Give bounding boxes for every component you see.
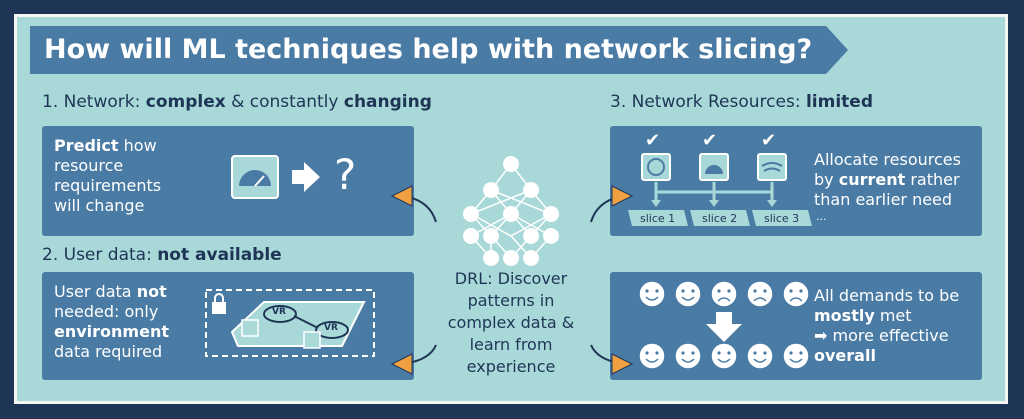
svg-text:✔: ✔ [645,130,660,151]
lock-icon [212,293,226,314]
vr-label: VR [272,307,286,317]
panel-predict-text: Predict how resource requirements will c… [54,136,162,215]
gauge-icon [231,155,279,199]
panel-predict: Predict how resource requirements will c… [42,126,414,236]
check-icon: ✔ ✔ ✔ [645,130,776,151]
distribution-lines [651,182,777,207]
page-title: How will ML techniques help with network… [44,34,813,65]
title-banner: How will ML techniques help with network… [30,26,848,74]
vr-label: VR [324,323,338,333]
environment-graphic [205,289,375,357]
slice-ellipsis: ... [816,210,827,223]
allocate-graphic: ✔ ✔ ✔ [628,130,812,226]
slice-label: slice 2 [702,212,738,225]
slice-label: slice 1 [640,212,676,225]
section-heading-user-data: 2. User data: not available [42,245,282,265]
smiley-face-icon [638,280,810,370]
panel-allocate-text: Allocate resources by current rather tha… [814,150,961,209]
svg-text:✔: ✔ [761,130,776,151]
panel-predict-graphic [231,155,320,199]
resource-icons [641,153,787,181]
panel-user-data: User data not needed: only environment d… [42,272,414,380]
section-heading-resources: 3. Network Resources: limited [610,92,873,112]
panel-demands-text: All demands to be mostly met ➡ more effe… [814,286,960,365]
title-banner-shape [30,26,848,74]
down-arrow-icon [706,312,742,342]
slice-label: slice 3 [764,212,800,225]
panel-allocate: ✔✔✔ slice 1 slice 2 slic [610,126,982,236]
section-heading-network: 1. Network: complex & constantly changin… [42,92,432,112]
room-icon [230,301,366,349]
sad-face-icon [710,280,810,308]
slice-tabs [628,210,812,226]
question-mark: ? [334,150,357,199]
drl-description: DRL: Discover patterns in complex data &… [447,269,575,376]
right-arrow-icon [292,162,320,192]
panel-demands: All demands to be mostly met ➡ more effe… [610,272,982,380]
panel-user-data-text: User data not needed: only environment d… [54,282,169,361]
svg-text:✔: ✔ [702,130,717,151]
demands-graphic [638,280,810,370]
